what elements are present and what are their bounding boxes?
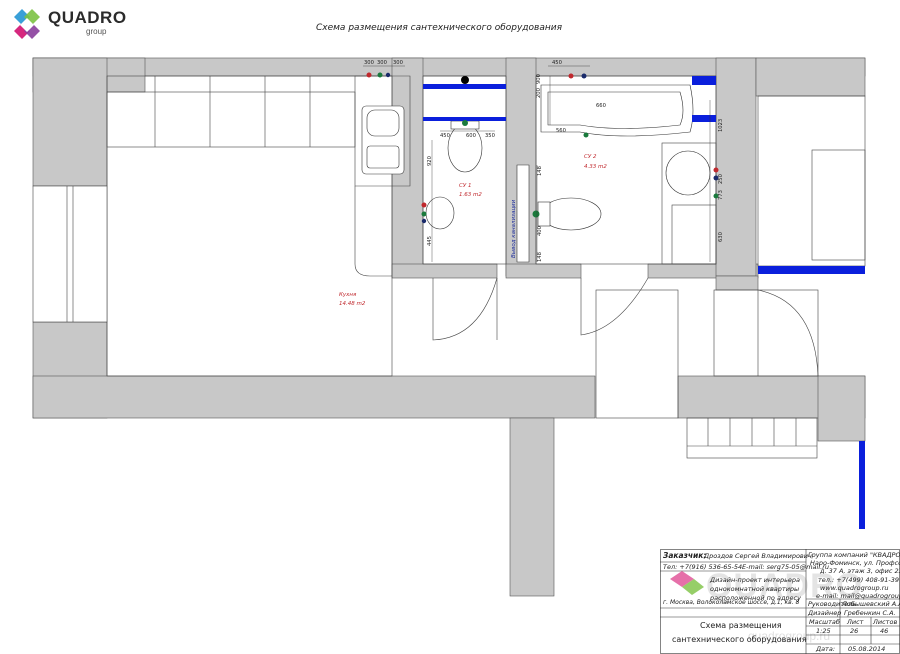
right-top-wall	[755, 57, 866, 97]
blue-markers	[423, 76, 865, 529]
company-tel: тел.: +7(499) 408-91-39	[818, 576, 900, 584]
dim-300a: 300	[364, 60, 374, 66]
dim-450b: 450	[552, 60, 562, 66]
dim-920: 920	[427, 156, 433, 166]
wc1-bottom-wall	[391, 263, 498, 279]
designer-name: Гребенкин С.А.	[844, 609, 896, 617]
wc2-right-wall	[715, 57, 757, 277]
dim-1023: 1023	[718, 119, 724, 132]
project-address: г. Москва, Волоколамское шоссе, д.1, кв.…	[663, 599, 800, 606]
left-upper-wall	[32, 57, 108, 187]
company-line2: Наро-Фоминск, ул. Профсоюзная	[810, 559, 900, 567]
wc2-bottom-left-wall	[505, 263, 582, 279]
dim-300c: 300	[393, 60, 403, 66]
dim-200: 200	[536, 88, 542, 98]
logo-mark-icon	[14, 9, 40, 39]
wc1-area: 1.63 m2	[459, 192, 482, 198]
corner-wall	[817, 375, 866, 442]
title-block	[660, 549, 900, 654]
kitchen-sink-bowl-bottom	[366, 145, 400, 169]
designer-label: Дизайнер	[808, 609, 842, 617]
pipe-points	[366, 72, 719, 224]
dimension-texts: 300 300 300 450 600 350 450 560 660 900 …	[364, 60, 724, 262]
company-line1: Группа компаний "КВАДРО"	[808, 551, 900, 559]
dim-148b: 148	[537, 252, 543, 262]
client-name: Дроздов Сергей Владимирович	[704, 552, 812, 560]
dim-450a: 450	[440, 133, 450, 139]
company-line3: д. 37 А, этаж 3, офис 23	[820, 567, 900, 575]
scale-label: Масштаб	[809, 618, 840, 626]
sheet-title1: Схема размещения	[700, 621, 782, 630]
client-tel: Тел: +7(916) 536-65-54	[663, 563, 743, 571]
sewer-riser	[516, 164, 530, 263]
room-labels: Кухня 14.48 m2 СУ 1 1.63 m2 СУ 2 4.33 m2	[339, 154, 607, 307]
wc2-name: СУ 2	[584, 154, 597, 160]
date-value: 05.08.2014	[848, 645, 886, 653]
scale-value: 1:25	[816, 627, 831, 635]
dim-300b: 300	[377, 60, 387, 66]
dim-660: 660	[596, 103, 606, 109]
dim-400: 400	[537, 226, 543, 236]
dim-600: 600	[466, 133, 476, 139]
date-label: Дата:	[816, 645, 836, 653]
door-swings	[432, 277, 819, 377]
dim-148a: 148	[537, 166, 543, 176]
client-label: Заказчик:	[663, 551, 707, 560]
chief-name: Лобышевский А.А.	[842, 600, 900, 608]
company-mail: e-mail: mail@quadrogroup.ru	[816, 592, 900, 600]
kitchen-area: 14.48 m2	[339, 301, 366, 307]
project-line2: однокомнатной квартиры	[710, 585, 800, 593]
bottom-wall	[32, 375, 596, 419]
dim-900: 900	[536, 74, 542, 84]
dim-350: 350	[485, 133, 495, 139]
walls	[32, 57, 866, 597]
dimension-lines	[363, 65, 711, 262]
project-line3: расположенной по адресу	[710, 594, 801, 602]
wc2-washbasin	[665, 150, 711, 196]
project-line1: Дизайн-проект интерьера	[710, 576, 801, 584]
kitchen-name: Кухня	[339, 292, 357, 298]
stamp-watermark: QUADRO	[706, 567, 864, 605]
sheet-title2: сантехнического оборудования	[672, 635, 807, 644]
kitchen-sink-bowl-top	[366, 109, 400, 137]
client-email: E-mail: serg75-05@mail.ru	[742, 563, 829, 571]
sheet-label: Лист	[847, 618, 864, 626]
interior-lines	[32, 75, 866, 459]
title-block-text: Заказчик: Дроздов Сергей Владимирович Те…	[660, 549, 900, 654]
sheets-value: 46	[880, 627, 889, 635]
sheet-value: 26	[850, 627, 859, 635]
dim-773: 773	[718, 190, 724, 200]
drawing-title: Схема размещения сантехнического оборудо…	[316, 23, 563, 33]
wc2-area: 4.33 m2	[584, 164, 607, 170]
wc1-washbasin	[425, 196, 455, 230]
dim-630: 630	[718, 232, 724, 242]
sheets-label: Листов	[873, 618, 898, 626]
right-wall-stub	[715, 275, 759, 291]
brand-sub: group	[86, 27, 107, 36]
company-web: www.quadrogroup.ru	[820, 584, 889, 592]
dim-445: 445	[427, 236, 433, 246]
column-wall	[509, 417, 555, 597]
sewer-label: Вывод канализации	[511, 199, 517, 258]
chief-label: Руководитель	[808, 600, 856, 608]
wc1-name: СУ 1	[459, 183, 471, 189]
dim-250: 250	[718, 174, 724, 184]
brand-name: QUADRO	[48, 8, 127, 27]
brand-logo	[8, 6, 128, 46]
stamp-watermark-url: quadrogroup.ru	[748, 629, 831, 643]
dim-560: 560	[556, 128, 566, 134]
